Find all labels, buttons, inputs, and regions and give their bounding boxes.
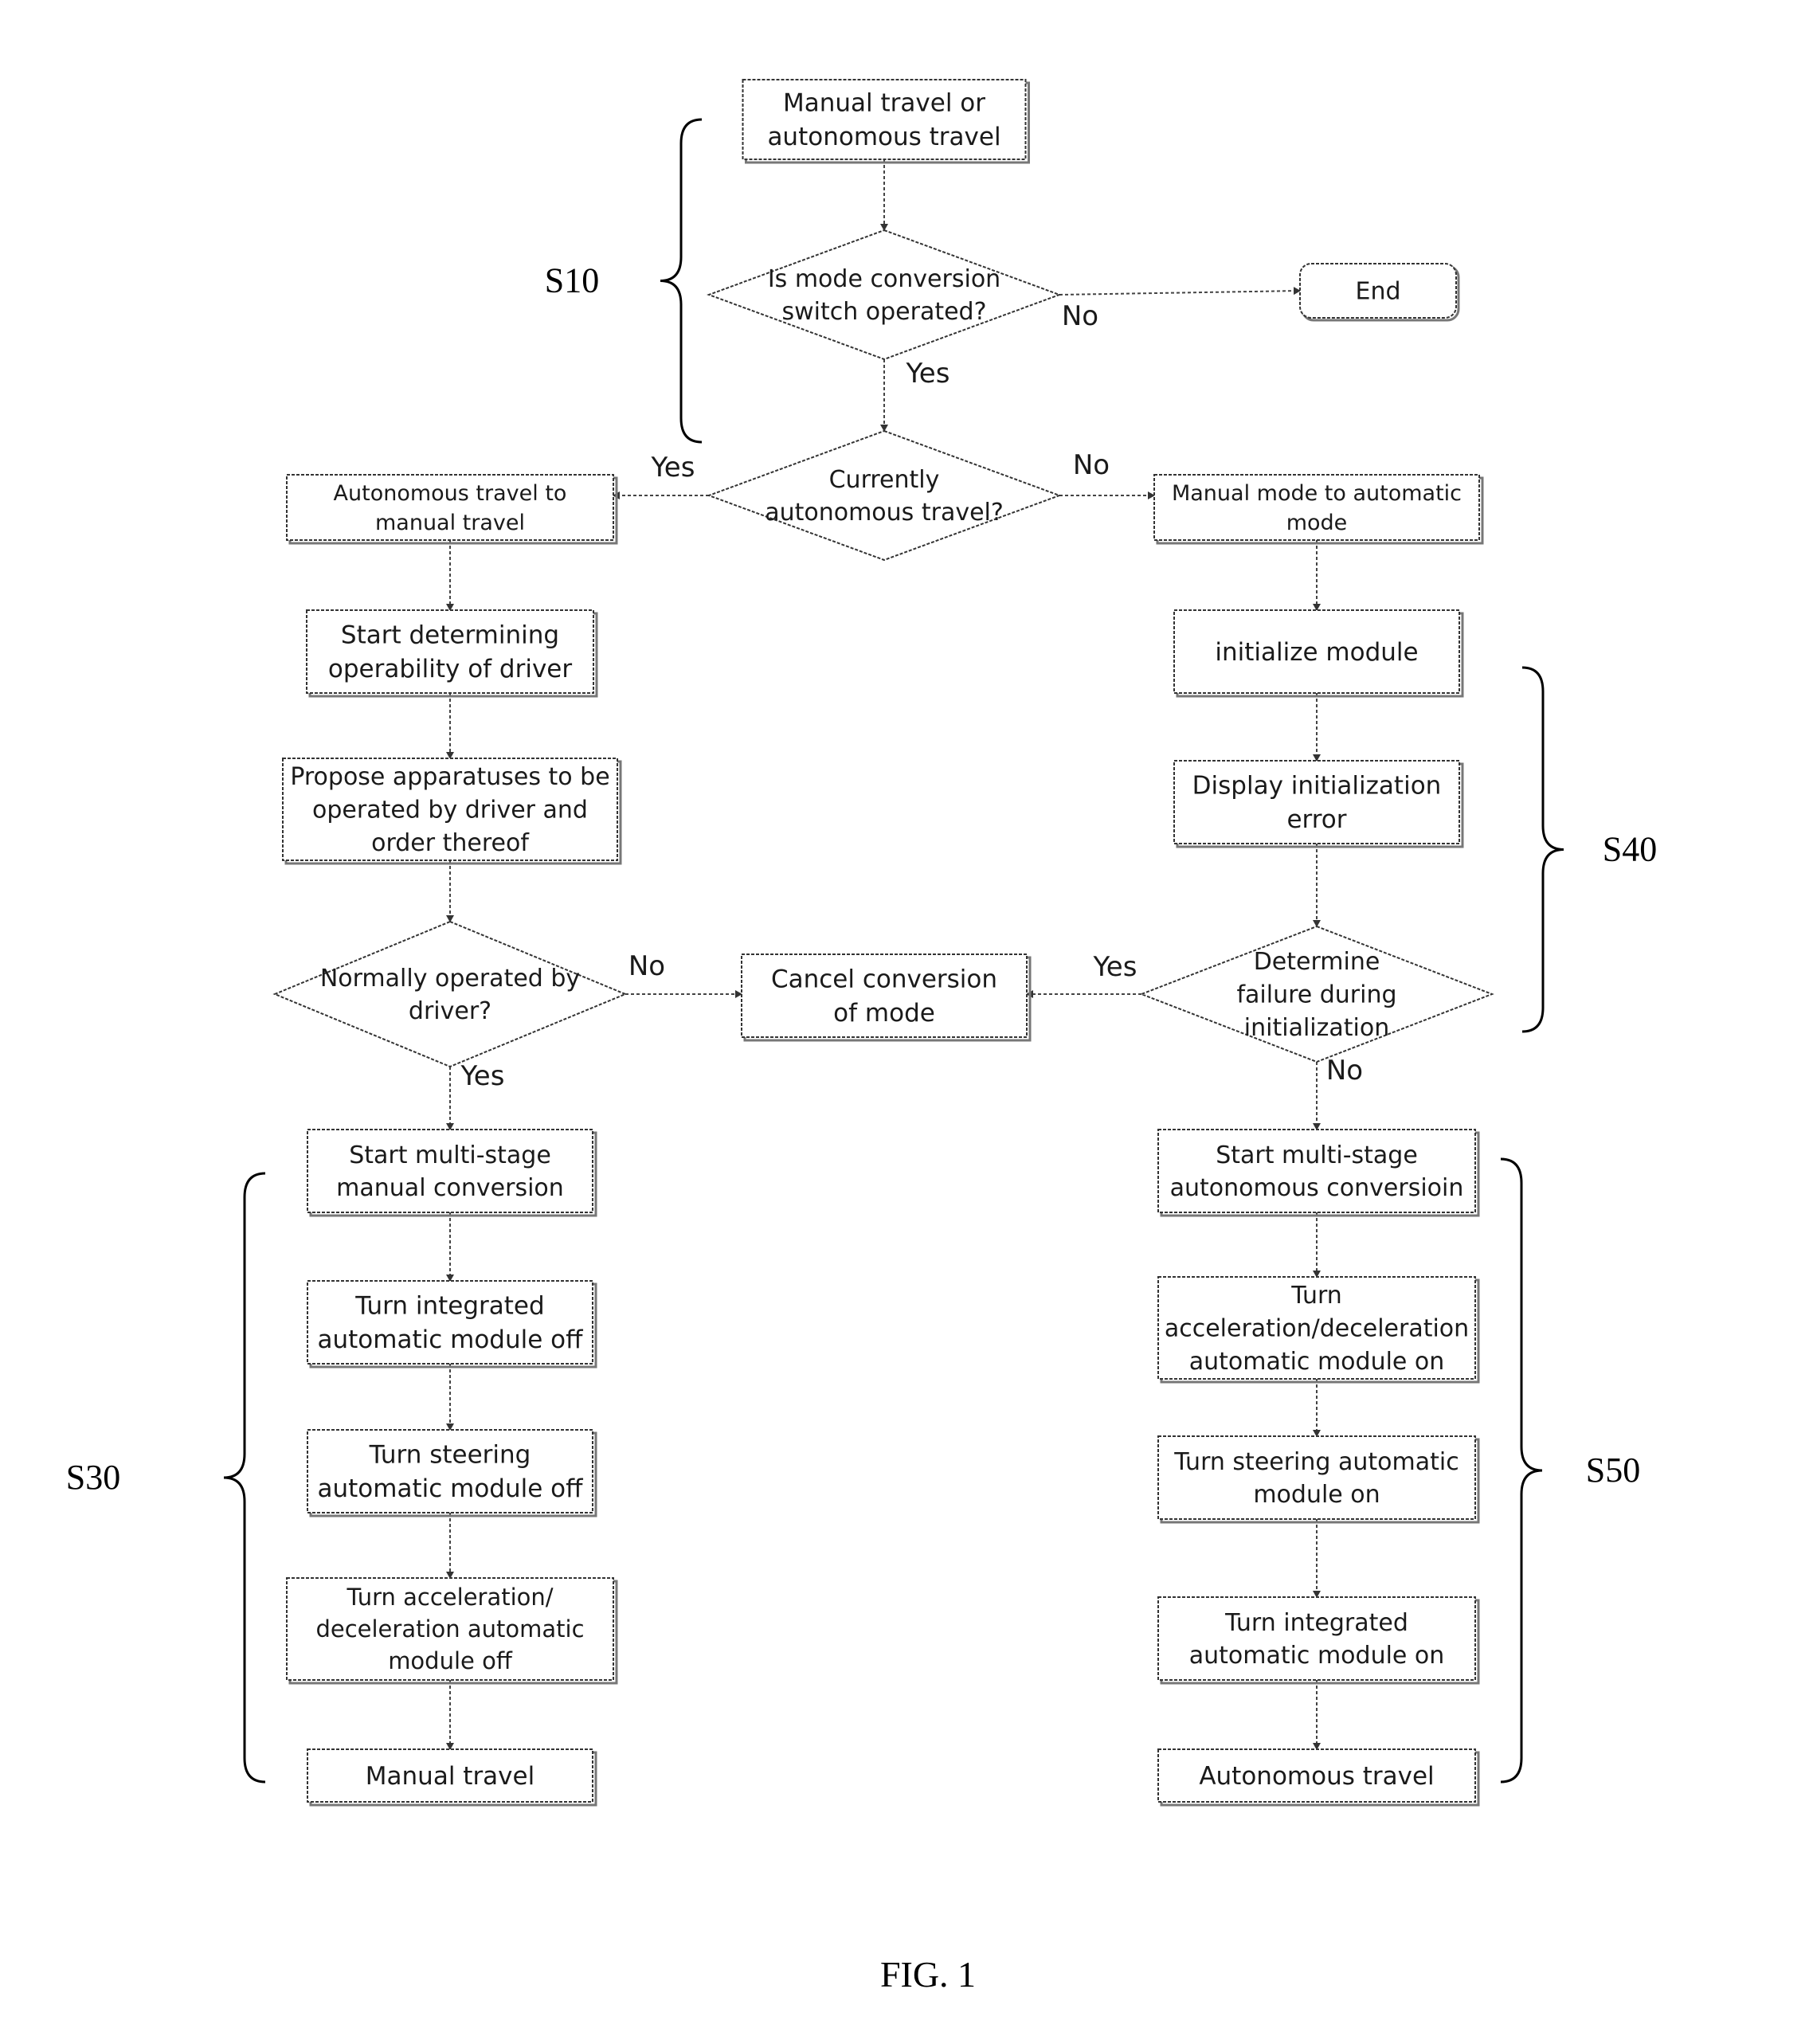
node-end: End (1300, 264, 1459, 320)
node-label: Is mode conversion (768, 265, 1000, 293)
edge-label-switch-no: No (1062, 300, 1098, 332)
bracket-s40 (1522, 668, 1564, 1032)
node-auto-to-manual: Autonomous travel to manual travel (287, 475, 617, 543)
step-label-s10: S10 (545, 261, 599, 300)
node-determine-failure: Determine failure during initialization (1141, 926, 1492, 1062)
node-normally-operated: Normally operated by driver? (275, 922, 625, 1067)
step-label-s50: S50 (1586, 1451, 1640, 1490)
node-manual-travel: Manual travel (307, 1749, 596, 1805)
node-label: operability of driver (328, 655, 573, 683)
node-label: order thereof (371, 829, 530, 857)
node-label: module on (1253, 1481, 1380, 1509)
node-integrated-off: Turn integrated automatic module off (307, 1281, 596, 1367)
node-label: operated by driver and (312, 797, 588, 824)
bracket-s10 (660, 119, 702, 442)
step-brackets: S10S30 S40S50 (66, 119, 1657, 1782)
node-manual-to-auto: Manual mode to automatic mode (1154, 475, 1482, 543)
node-label: Manual travel or (783, 88, 985, 117)
node-auto-travel: Autonomous travel (1158, 1749, 1478, 1805)
decision-diamond (275, 922, 625, 1067)
node-label: Turn steering automatic (1173, 1448, 1459, 1476)
node-label: manual conversion (336, 1174, 564, 1202)
node-label: error (1286, 805, 1346, 834)
node-label: Autonomous travel to (334, 481, 567, 506)
node-label: autonomous conversioin (1170, 1174, 1464, 1202)
edge-label-current-no: No (1073, 449, 1110, 481)
node-label: mode (1286, 511, 1348, 535)
node-label: Turn (1290, 1282, 1342, 1310)
node-label: End (1355, 278, 1400, 306)
node-label: initialize module (1215, 638, 1418, 667)
node-label: Turn integrated (354, 1291, 544, 1320)
node-label: of mode (833, 999, 935, 1028)
node-label: Autonomous travel (1199, 1762, 1434, 1791)
node-steering-off: Turn steering automatic module off (307, 1430, 596, 1516)
node-label: switch operated? (781, 298, 986, 326)
node-label: Turn integrated (1224, 1609, 1408, 1637)
node-label: module off (388, 1647, 513, 1674)
node-label: failure during (1236, 981, 1396, 1009)
node-label: Manual travel (366, 1762, 534, 1791)
node-switch-operated: Is mode conversion switch operated? (709, 230, 1059, 359)
edge-label-failure-no: No (1326, 1055, 1363, 1087)
edge-label-current-yes: Yes (651, 452, 695, 484)
node-label: Cancel conversion (771, 965, 997, 993)
node-manual-or-auto: Manual travel or autonomous travel (743, 80, 1029, 163)
node-accel-off: Turn acceleration/deceleration automatic… (287, 1578, 617, 1683)
node-cancel: Cancel conversion of mode (742, 954, 1030, 1040)
figure-caption: FIG. 1 (880, 1954, 976, 1995)
node-label: Normally operated by (320, 965, 580, 993)
node-accel-on: Turn acceleration/deceleration automatic m… (1158, 1277, 1478, 1382)
node-label: Turn acceleration/ (346, 1584, 553, 1611)
node-label: Currently (829, 466, 940, 494)
node-integrated-on: Turn integrated automatic module on (1158, 1597, 1478, 1683)
edge-label-normal-yes: Yes (460, 1060, 505, 1092)
step-label-s30: S30 (66, 1458, 120, 1497)
step-label-s40: S40 (1603, 830, 1657, 869)
node-label: automatic module on (1189, 1642, 1445, 1670)
node-label: Manual mode to automatic (1172, 481, 1462, 506)
node-label: deceleration automatic (315, 1615, 584, 1643)
edge-label-switch-yes: Yes (906, 358, 950, 390)
node-steering-on: Turn steering automatic module on (1158, 1436, 1478, 1522)
node-label: Turn steering (369, 1440, 531, 1469)
decision-diamond (709, 230, 1059, 359)
node-propose: Propose apparatuses to be operated by dri… (283, 758, 621, 863)
node-label: automatic module off (318, 1474, 584, 1503)
edge-label-normal-no: No (628, 950, 665, 982)
nodes: Manual travel or autonomous travel Is mode… (275, 80, 1492, 1805)
node-label: automatic module on (1189, 1348, 1445, 1376)
node-label: Determine (1254, 948, 1380, 976)
node-label: acceleration/deceleration (1165, 1315, 1469, 1343)
node-display-error: Display initialization error (1174, 761, 1462, 847)
node-label: Start determining (341, 621, 559, 649)
node-currently-auto: Currently autonomous travel? (709, 431, 1059, 560)
node-label: Start multi-stage (1216, 1141, 1418, 1169)
node-label: driver? (409, 997, 491, 1025)
bracket-s30 (224, 1173, 265, 1782)
node-label: Display initialization (1192, 771, 1442, 800)
node-initialize: initialize module (1174, 610, 1462, 696)
node-label: automatic module off (318, 1325, 584, 1354)
node-start-determining: Start determining operability of driver (307, 610, 597, 696)
node-label: Propose apparatuses to be (290, 763, 609, 791)
node-label: manual travel (375, 511, 525, 535)
node-label: autonomous travel? (765, 499, 1004, 527)
flow-arrow (1059, 291, 1300, 295)
node-label: autonomous travel (767, 123, 1000, 151)
decision-diamond (709, 431, 1059, 560)
node-label: initialization (1244, 1014, 1389, 1042)
node-start-auto-conv: Start multi-stage autonomous conversioin (1158, 1130, 1478, 1216)
node-start-manual-conv: Start multi-stage manual conversion (307, 1130, 596, 1216)
edge-label-failure-yes: Yes (1093, 951, 1137, 983)
node-label: Start multi-stage (349, 1141, 551, 1169)
bracket-s50 (1501, 1159, 1542, 1782)
